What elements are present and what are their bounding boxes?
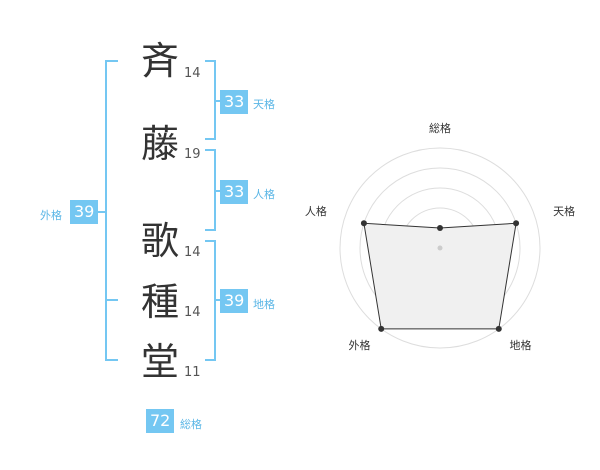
jinkaku-label: 人格 [253, 188, 275, 201]
radar-grid-ring [339, 147, 541, 349]
gaikaku-value-badge: 39 [70, 200, 99, 224]
radar-axis-label-4: 外格 [348, 338, 370, 352]
radar-point-2 [513, 220, 520, 227]
chikaku-value-badge: 39 [220, 289, 249, 313]
name-char-4: 種 [141, 280, 180, 324]
radar-point-1 [437, 225, 443, 231]
radar-axis-label-3: 地格 [510, 338, 532, 352]
radar-point-3 [495, 325, 502, 332]
tenkaku-label: 天格 [253, 98, 275, 111]
soukaku-label: 総格 [180, 418, 202, 431]
tenkaku-value-badge: 33 [220, 90, 249, 114]
chikaku-label: 地格 [253, 298, 275, 311]
name-char-3: 歌 [141, 219, 180, 263]
radar-center-dot [437, 245, 443, 251]
radar-axis-label-1: 総格 [429, 121, 451, 135]
stroke-count-5: 11 [184, 365, 201, 380]
radar-axis-label-5: 人格 [305, 204, 327, 218]
radar-point-5 [360, 220, 367, 227]
stroke-count-1: 14 [184, 66, 201, 81]
stroke-count-4: 14 [184, 305, 201, 320]
jinkaku-value-badge: 33 [220, 180, 249, 204]
gaikaku-bracket [105, 60, 118, 361]
radar-point-4 [378, 325, 385, 332]
gaikaku-label: 外格 [40, 209, 62, 222]
name-char-2: 藤 [141, 122, 180, 166]
radar-axis-label-2: 天格 [553, 204, 575, 218]
name-char-1: 斉 [141, 39, 180, 83]
name-char-5: 堂 [141, 340, 180, 384]
soukaku-value-badge: 72 [146, 409, 175, 433]
radar-data-shape [363, 222, 517, 330]
stroke-count-2: 19 [184, 147, 201, 162]
stroke-count-3: 14 [184, 245, 201, 260]
